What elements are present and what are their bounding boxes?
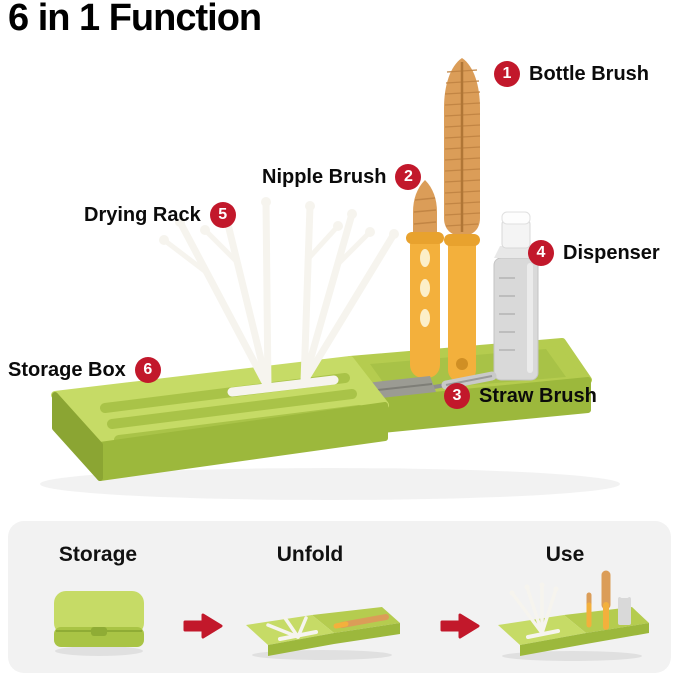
callout-bottle-brush: 1 Bottle Brush <box>494 61 649 87</box>
page-title: 6 in 1 Function <box>8 0 262 39</box>
callout-label-nipple-brush: Nipple Brush <box>262 165 387 188</box>
bottle-brush-graphic <box>444 58 481 382</box>
callout-dispenser: 4 Dispenser <box>528 240 660 266</box>
callout-badge-5: 5 <box>209 202 236 228</box>
arrow-right-icon <box>440 613 480 639</box>
drying-rack-graphic <box>161 198 398 397</box>
step-label-unfold: Unfold <box>276 543 344 566</box>
mini-unfold-illustration <box>246 607 400 660</box>
callout-label-bottle-brush: Bottle Brush <box>529 62 649 85</box>
callout-label-dispenser: Dispenser <box>563 241 660 264</box>
callout-storage-box: Storage Box 6 <box>8 357 161 383</box>
callout-nipple-brush: Nipple Brush 2 <box>262 164 422 190</box>
callout-label-storage-box: Storage Box <box>8 358 126 381</box>
mini-storage-illustration <box>54 591 144 656</box>
steps-panel: Storage Unfold Use <box>8 521 671 673</box>
callout-label-straw-brush: Straw Brush <box>479 384 597 407</box>
callout-badge-3: 3 <box>444 383 470 409</box>
callout-badge-6: 6 <box>134 357 161 383</box>
arrow-right-icon <box>183 613 223 639</box>
mini-use-illustration <box>498 570 649 661</box>
callout-label-drying-rack: Drying Rack <box>84 203 201 226</box>
callout-badge-1: 1 <box>494 61 520 87</box>
callout-straw-brush: 3 Straw Brush <box>444 383 597 409</box>
step-label-storage: Storage <box>58 543 138 566</box>
callout-drying-rack: Drying Rack 5 <box>84 202 236 228</box>
nipple-brush-graphic <box>406 180 444 378</box>
product-illustration <box>40 58 620 500</box>
step-label-use: Use <box>545 543 585 566</box>
shadow <box>40 468 620 500</box>
dispenser-graphic <box>493 211 539 381</box>
callout-badge-2: 2 <box>395 164 422 190</box>
callout-badge-4: 4 <box>528 240 554 266</box>
